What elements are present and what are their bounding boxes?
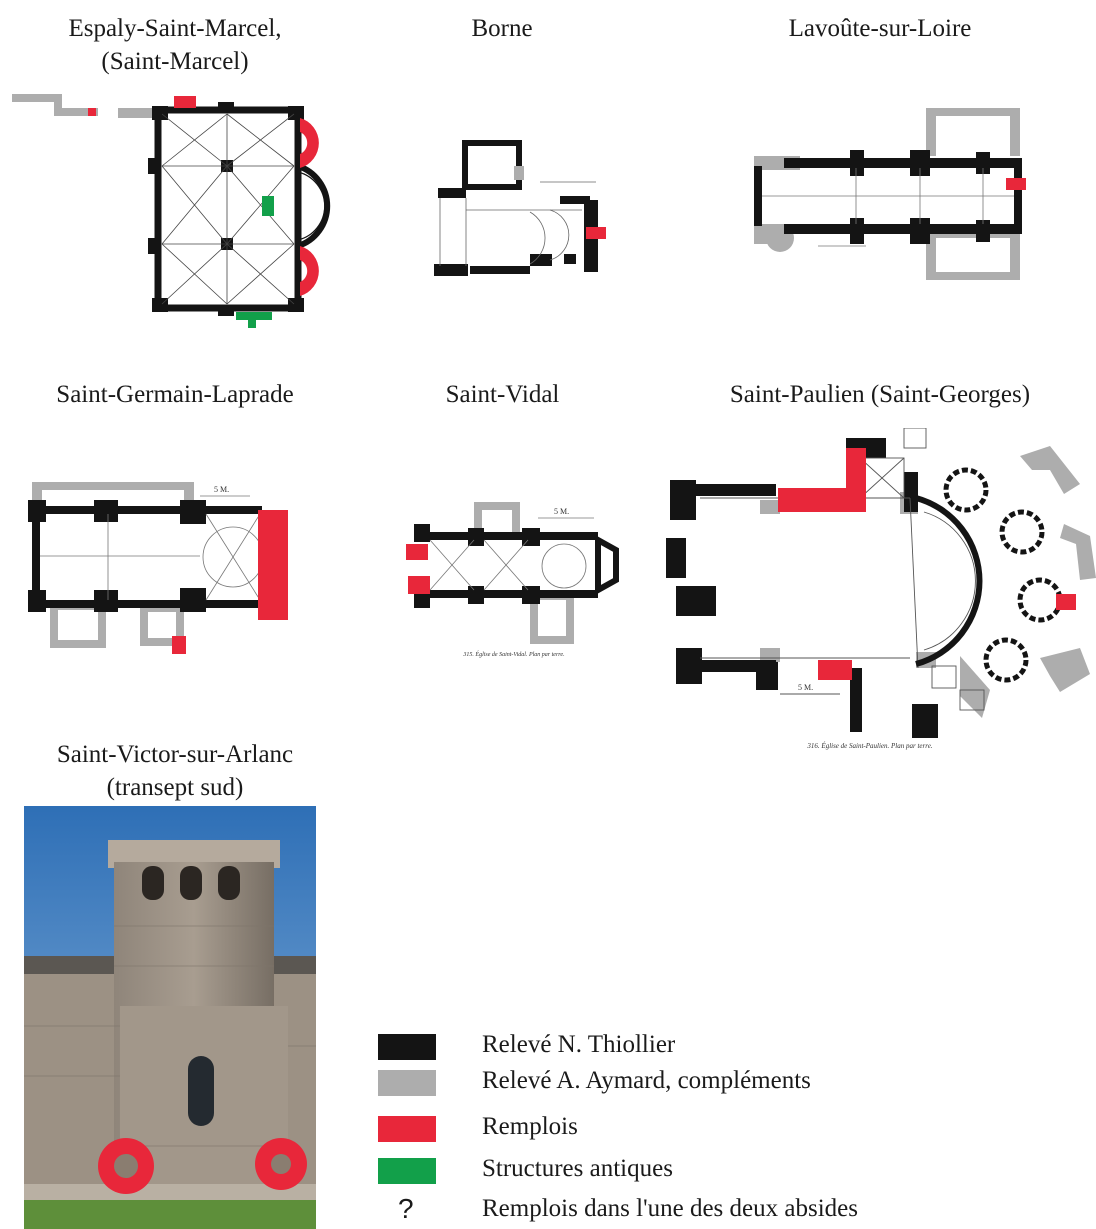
title-espaly: Espaly-Saint-Marcel, (Saint-Marcel): [40, 12, 310, 78]
remplois-apse-north: [300, 118, 319, 168]
title-st-victor-line1: Saint-Victor-sur-Arlanc: [56, 741, 294, 768]
title-st-vidal: Saint-Vidal: [445, 381, 560, 408]
st-vidal-scale-label: 5 M.: [554, 507, 569, 516]
title-st-victor: Saint-Victor-sur-Arlanc (transept sud): [30, 738, 320, 804]
st-vidal-caption: 315. Église de Saint-Vidal. Plan par ter…: [462, 650, 564, 658]
plan-st-germain: 5 M.: [28, 482, 288, 654]
legend-swatch-red: [378, 1116, 436, 1142]
remplois-mark: [408, 576, 430, 594]
st-germain-scale-label: 5 M.: [214, 485, 229, 494]
remplois-mark: [406, 544, 428, 560]
grey-wall-fragment: [12, 94, 98, 116]
st-vidal-walls: [414, 524, 619, 608]
antique-structure: [236, 312, 272, 328]
legend-label: Remplois: [482, 1113, 578, 1140]
grass: [24, 1198, 316, 1229]
path: [24, 1184, 316, 1200]
remplois-mark: [172, 636, 186, 654]
legend-swatch-green: [378, 1158, 436, 1184]
remplois-ring-left-core: [114, 1154, 138, 1178]
borne-walls: [434, 140, 598, 276]
lavoute-walls: [754, 150, 1022, 244]
plan-st-vidal: 5 M. 315. Église de Saint-Vidal. Plan pa…: [406, 502, 619, 658]
title-lavoute: Lavoûte-sur-Loire: [788, 15, 972, 42]
st-paulien-caption: 316. Église de Saint-Paulien. Plan par t…: [806, 742, 932, 750]
grey-wall-fragment: [118, 108, 158, 118]
remplois-mark: [1056, 594, 1076, 610]
plan-lavoute: [754, 108, 1026, 280]
title-espaly-line2: (Saint-Marcel): [101, 48, 249, 75]
st-paulien-walls: [666, 438, 938, 738]
title-st-germain: Saint-Germain-Laprade: [56, 381, 294, 408]
central-apse-inner: [297, 171, 326, 241]
st-germain-lines: [40, 495, 264, 601]
plan-borne: [434, 140, 606, 276]
nave-walls: [154, 106, 302, 312]
remplois-mark: [818, 660, 852, 680]
lavoute-lines: [762, 168, 1014, 247]
st-germain-walls: [28, 500, 262, 612]
stone-texture: [24, 925, 316, 1147]
vault-lines: [161, 113, 295, 305]
photo-st-victor-illustration: [24, 806, 316, 1229]
remplois-mark: [586, 227, 606, 239]
st-paulien-scale-label: 5 M.: [798, 683, 813, 692]
title-st-paulien: Saint-Paulien (Saint-Georges): [729, 381, 1031, 408]
remplois-north-wall: [778, 448, 866, 512]
remplois-chevet: [258, 510, 288, 620]
question-mark-icon: ?: [398, 1193, 414, 1224]
st-vidal-grey: [474, 502, 574, 644]
title-st-victor-line2: (transept sud): [106, 774, 244, 801]
antique-structure: [262, 196, 274, 216]
remplois-mark: [174, 96, 196, 108]
legend-swatch-black: [378, 1034, 436, 1060]
radiating-chapels: [943, 467, 1063, 683]
buttresses: [148, 102, 304, 316]
plan-st-paulien: 5 M. 316. Église de Saint-Paulien. Plan …: [666, 428, 1096, 750]
remplois-mark: [88, 108, 96, 116]
central-apse: [297, 163, 331, 249]
st-vidal-lines: [429, 517, 594, 591]
lavoute-grey: [754, 108, 1020, 280]
title-borne: Borne: [471, 15, 533, 42]
legend-label: Remplois dans l'une des deux absides: [482, 1195, 858, 1222]
legend-label: Structures antiques: [482, 1155, 673, 1182]
remplois-apse-south: [300, 246, 319, 296]
grey-wall-fragment: [514, 166, 524, 180]
legend-label: Relevé N. Thiollier: [482, 1031, 676, 1058]
legend-swatch-grey: [378, 1070, 436, 1096]
remplois-ring-right-core: [271, 1154, 291, 1174]
borne-lines: [439, 181, 596, 266]
title-espaly-line1: Espaly-Saint-Marcel,: [68, 15, 282, 42]
legend-label: Relevé A. Aymard, compléments: [482, 1067, 811, 1094]
st-paulien-grey: [760, 446, 1096, 718]
window: [188, 1056, 214, 1126]
st-paulien-lines: [700, 428, 985, 711]
belfry-openings: [142, 866, 240, 900]
photo-st-victor: [24, 806, 316, 1229]
remplois-mark: [1006, 178, 1026, 190]
plan-espaly: [12, 94, 331, 328]
